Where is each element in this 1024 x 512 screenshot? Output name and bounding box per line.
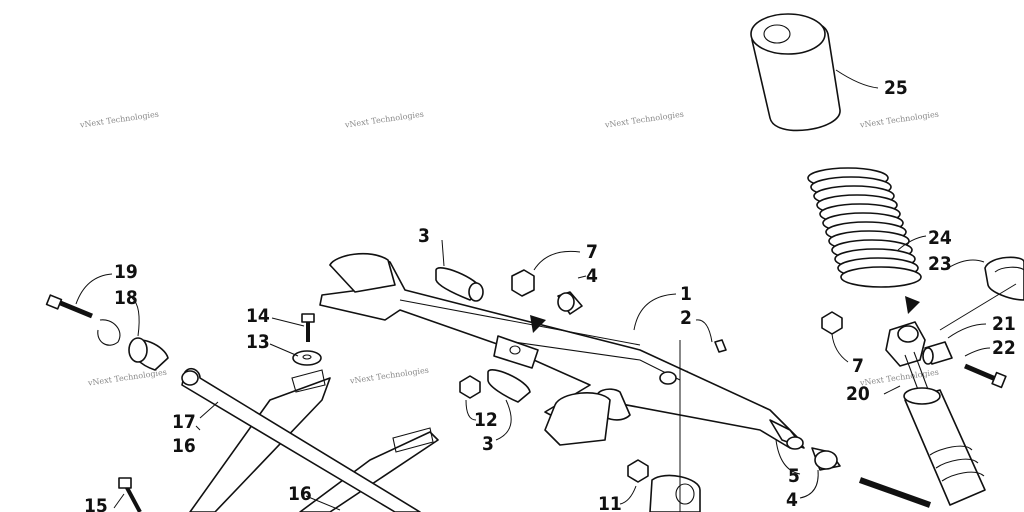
watermark: vNext Technologies xyxy=(603,110,684,130)
callout-13: 13 xyxy=(246,331,270,353)
part-22-bolt xyxy=(964,363,1007,389)
watermark-text: vNext Technologies xyxy=(343,110,424,130)
callout-18: 18 xyxy=(114,287,138,309)
part-15-bolt xyxy=(118,477,142,512)
part-12-nut xyxy=(459,375,481,399)
callout-4-lower: 4 xyxy=(786,489,798,511)
callout-3-upper: 3 xyxy=(418,225,430,247)
part-21-bushing xyxy=(922,341,953,365)
callout-labels: 25 24 23 21 22 20 7 7 4 4 3 3 1 2 5 11 1… xyxy=(84,77,1016,512)
pointer-arrow-left xyxy=(530,315,546,333)
shock-absorber xyxy=(885,321,986,506)
watermark: vNext Technologies xyxy=(343,110,424,130)
part-16-rail-right xyxy=(299,427,439,512)
watermark-text: vNext Technologies xyxy=(858,110,939,130)
pointer-arrow-right xyxy=(905,296,920,314)
watermark: vNext Technologies xyxy=(858,110,939,130)
watermark-text: vNext Technologies xyxy=(348,366,429,386)
callout-24: 24 xyxy=(928,227,952,249)
watermark: vNext Technologies xyxy=(858,368,939,388)
callout-16-left: 16 xyxy=(172,435,196,457)
part-20-bolt xyxy=(858,477,932,508)
watermark-text: vNext Technologies xyxy=(858,368,939,388)
callout-2: 2 xyxy=(680,307,692,329)
part-24-spring xyxy=(807,167,922,288)
part-3-bushing-upper xyxy=(435,267,484,302)
part-2-grease-fitting xyxy=(714,339,727,353)
callout-22: 22 xyxy=(992,337,1016,359)
callout-7-mid: 7 xyxy=(586,241,598,263)
part-11-nut xyxy=(627,459,649,483)
callout-16-bottom: 16 xyxy=(288,483,312,505)
callout-1: 1 xyxy=(680,283,692,305)
watermark: vNext Technologies xyxy=(348,366,429,386)
callout-14: 14 xyxy=(246,305,270,327)
callout-25: 25 xyxy=(884,77,908,99)
bracket-lower xyxy=(649,474,701,512)
part-3-bushing-lower xyxy=(487,369,531,403)
spring-coil xyxy=(840,266,922,288)
part-4-bushing-lower xyxy=(811,447,841,471)
part-7-nut-upper xyxy=(821,311,843,335)
callout-3-lower: 3 xyxy=(482,433,494,455)
callout-23: 23 xyxy=(928,253,952,275)
callout-4-mid: 4 xyxy=(586,265,598,287)
callout-20: 20 xyxy=(846,383,870,405)
callout-17: 17 xyxy=(172,411,196,433)
part-18-bushing xyxy=(128,337,169,371)
watermark-text: vNext Technologies xyxy=(603,110,684,130)
callout-12: 12 xyxy=(474,409,498,431)
part-13-washer xyxy=(292,350,322,366)
part-19-bolt xyxy=(45,294,121,346)
leader-lines xyxy=(75,69,1017,512)
part-25-bump-stop xyxy=(750,13,841,132)
callout-7-right: 7 xyxy=(852,355,864,377)
callout-21: 21 xyxy=(992,313,1016,335)
watermark: vNext Technologies xyxy=(78,110,159,130)
part-1-a-arm xyxy=(319,252,801,449)
part-14-bolt xyxy=(301,313,315,342)
callout-5: 5 xyxy=(788,465,800,487)
callout-11: 11 xyxy=(598,493,622,512)
part-17-shaft xyxy=(181,367,421,512)
part-16-rail-left xyxy=(189,369,331,512)
part-7-nut-mid xyxy=(511,269,535,297)
callout-15: 15 xyxy=(84,495,108,512)
part-5-sleeve xyxy=(769,419,805,450)
part-4-bushing-mid xyxy=(557,291,583,315)
callout-19: 19 xyxy=(114,261,138,283)
part-23-retainer xyxy=(984,256,1024,301)
watermark-text: vNext Technologies xyxy=(78,110,159,130)
